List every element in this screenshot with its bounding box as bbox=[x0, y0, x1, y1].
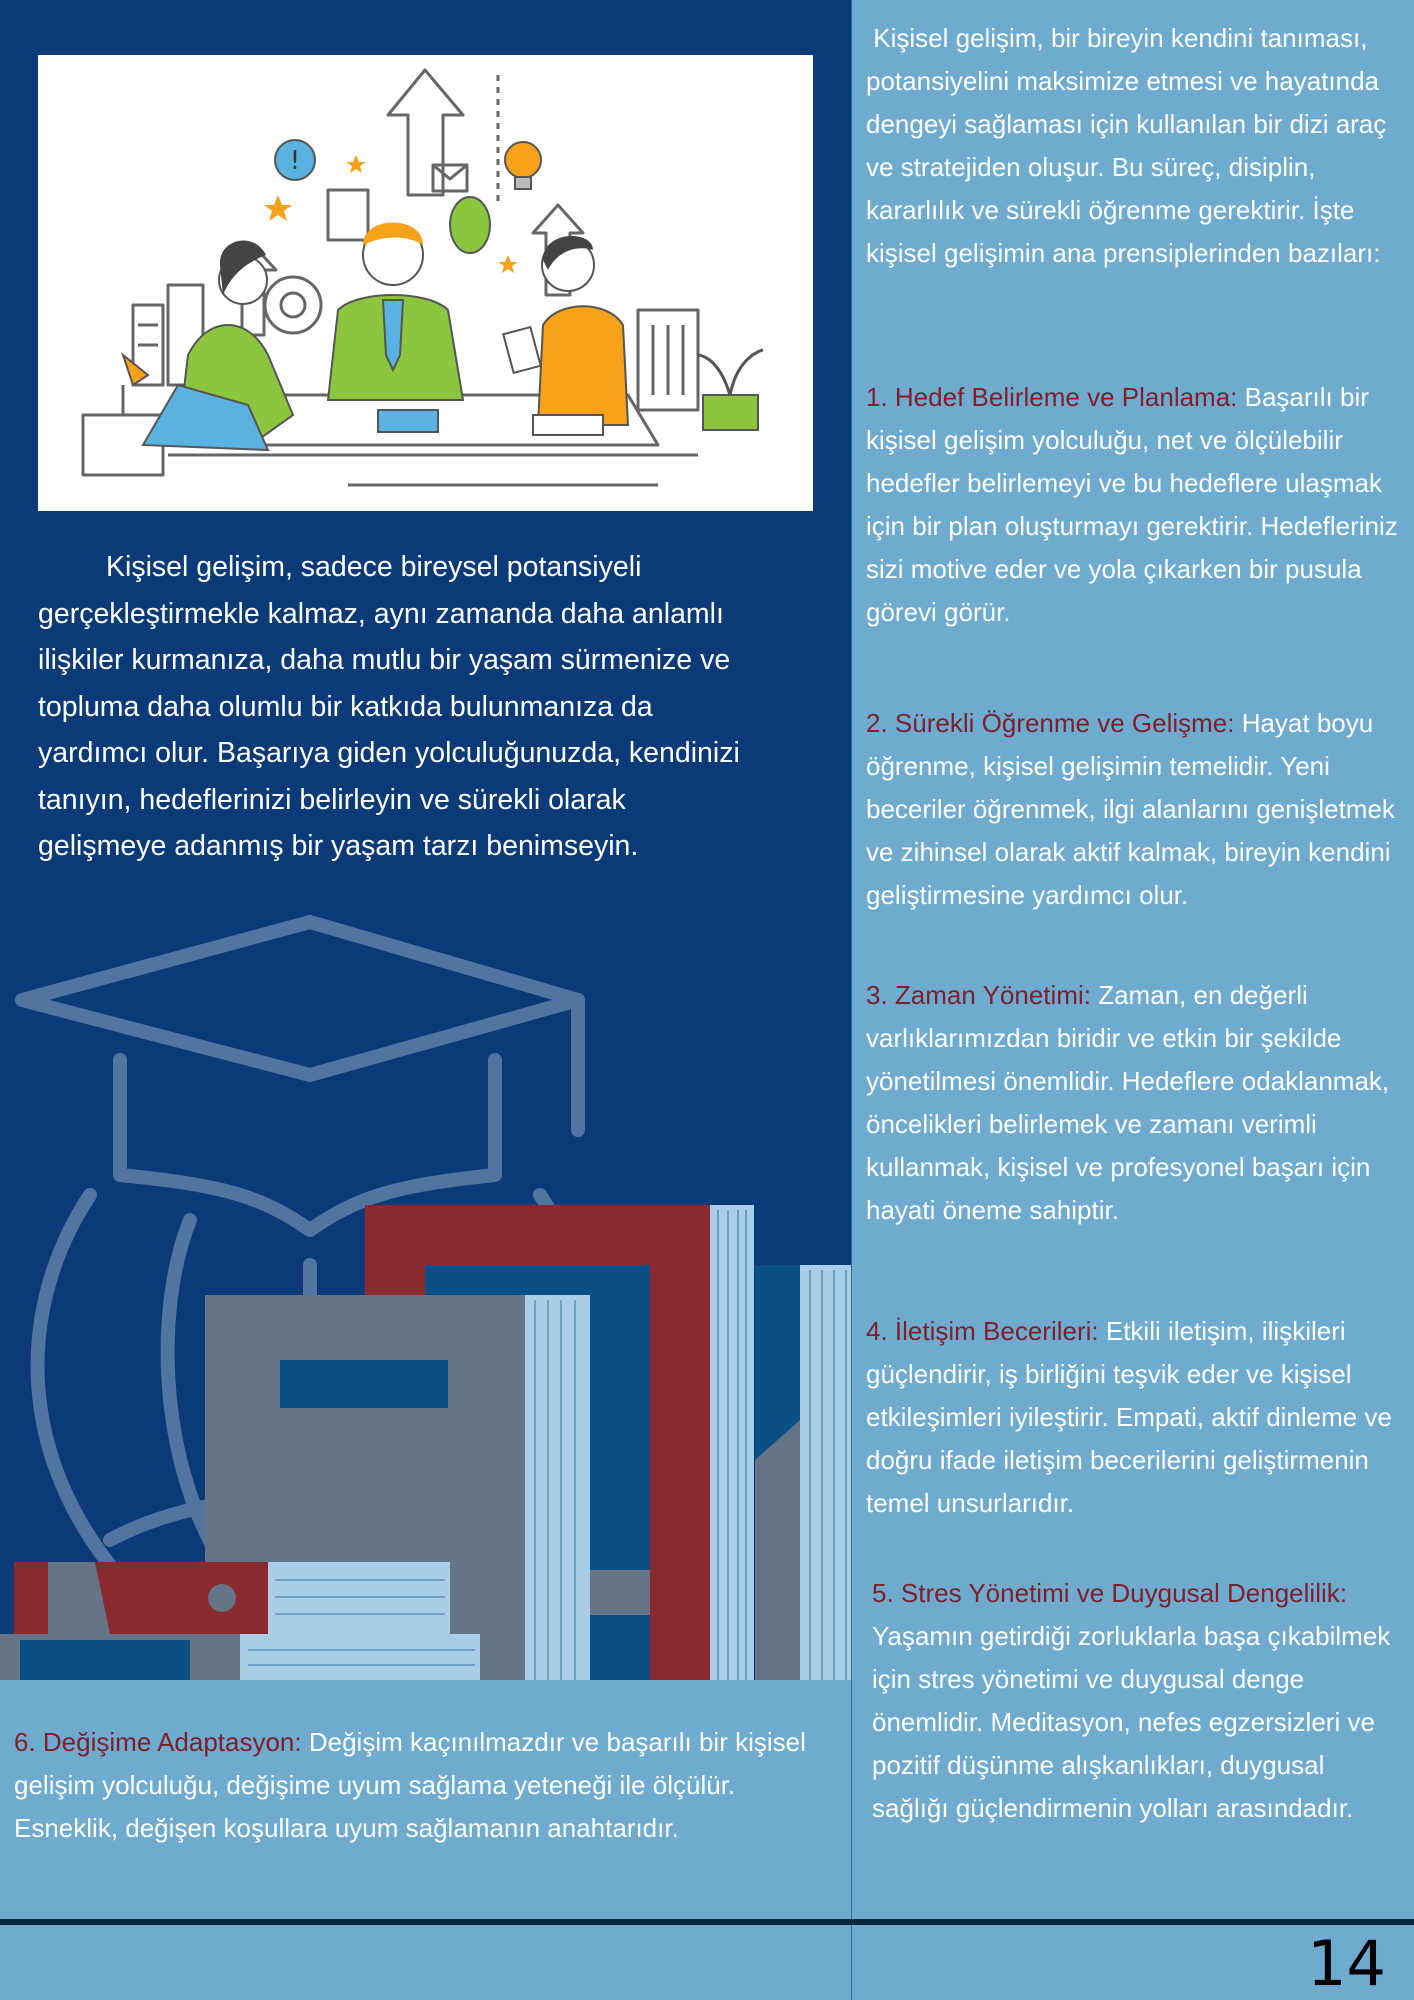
page-number: 14 bbox=[1307, 1927, 1386, 2000]
principle-2: 2. Sürekli Öğrenme ve Gelişme: Hayat boy… bbox=[866, 702, 1396, 917]
principle-4: 4. İletişim Becerileri: Etkili iletişim,… bbox=[866, 1310, 1406, 1525]
svg-text:!: ! bbox=[290, 146, 300, 176]
bottom-left-panel bbox=[0, 1680, 851, 1920]
principle-3: 3. Zaman Yönetimi: Zaman, en değerli var… bbox=[866, 974, 1396, 1232]
principle-6-body: Değişim kaçınılmazdır ve başarılı bir ki… bbox=[14, 1727, 806, 1843]
principle-1: 1. Hedef Belirleme ve Planlama: Başarılı… bbox=[866, 376, 1406, 634]
principle-1-body: Başarılı bir kişisel gelişim yolculuğu, … bbox=[866, 382, 1398, 627]
principle-4-title: 4. İletişim Becerileri: bbox=[866, 1316, 1099, 1346]
right-column bbox=[851, 0, 1414, 1920]
principle-3-title: 3. Zaman Yönetimi: bbox=[866, 980, 1091, 1010]
principle-2-body: Hayat boyu öğrenme, kişisel gelişimin te… bbox=[866, 708, 1395, 910]
principle-3-body: Zaman, en değerli varlıklarımızdan birid… bbox=[866, 980, 1390, 1225]
right-intro-paragraph: Kişisel gelişim, bir bireyin kendini tan… bbox=[866, 23, 1387, 268]
column-divider bbox=[851, 0, 852, 2000]
team-illustration: ! bbox=[38, 55, 813, 511]
principle-5-body: Yaşamın getirdiği zorluklarla başa çıkab… bbox=[872, 1621, 1391, 1823]
principle-6: 6. Değişime Adaptasyon: Değişim kaçınılm… bbox=[14, 1721, 814, 1850]
principle-6-title: 6. Değişime Adaptasyon: bbox=[14, 1727, 302, 1757]
intro-paragraph: Kişisel gelişim, sadece bireysel potansi… bbox=[38, 551, 740, 862]
principle-5-title: 5. Stres Yönetimi ve Duygusal Dengelilik… bbox=[872, 1578, 1347, 1608]
principle-2-title: 2. Sürekli Öğrenme ve Gelişme: bbox=[866, 708, 1235, 738]
principle-4-body: Etkili iletişim, ilişkileri güçlendirir,… bbox=[866, 1316, 1392, 1518]
graduation-books-illustration bbox=[0, 915, 851, 1680]
principle-1-title: 1. Hedef Belirleme ve Planlama: bbox=[866, 382, 1238, 412]
footer-rule bbox=[0, 1919, 1414, 1925]
principle-5: 5. Stres Yönetimi ve Duygusal Dengelilik… bbox=[872, 1572, 1392, 1830]
left-panel: ! Kişisel gelişim, sadece bireysel bbox=[0, 0, 851, 1680]
